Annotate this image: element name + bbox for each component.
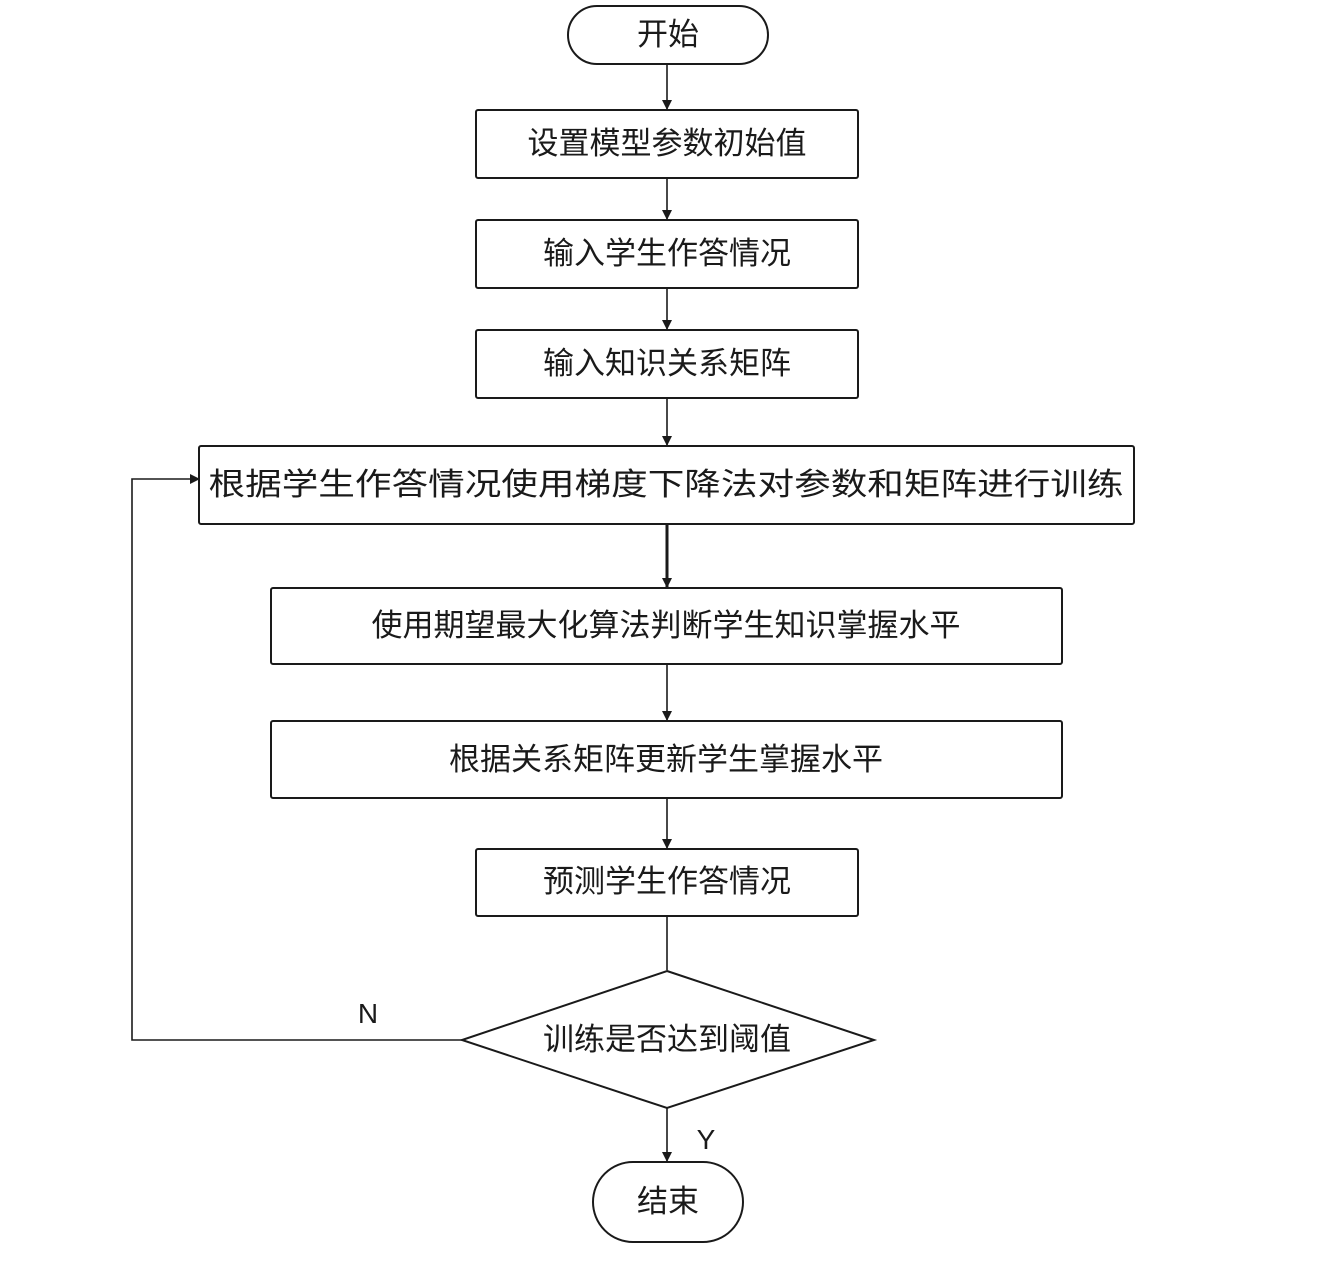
node-init-params: 设置模型参数初始值 bbox=[475, 109, 859, 179]
node-train-label: 根据学生作答情况使用梯度下降法对参数和矩阵进行训练 bbox=[209, 467, 1124, 503]
node-input-matrix: 输入知识关系矩阵 bbox=[475, 329, 859, 399]
node-end: 结束 bbox=[592, 1161, 744, 1243]
node-decision: 训练是否达到阈值 bbox=[458, 969, 878, 1110]
node-update-mastery: 根据关系矩阵更新学生掌握水平 bbox=[270, 720, 1063, 799]
arrow-decision-no-loop bbox=[131, 474, 462, 1041]
node-input-matrix-label: 输入知识关系矩阵 bbox=[543, 346, 791, 382]
node-input-answers: 输入学生作答情况 bbox=[475, 219, 859, 289]
node-start: 开始 bbox=[567, 5, 769, 65]
node-decision-label: 训练是否达到阈值 bbox=[543, 1022, 791, 1058]
node-train: 根据学生作答情况使用梯度下降法对参数和矩阵进行训练 bbox=[198, 445, 1135, 525]
node-em-judge: 使用期望最大化算法判断学生知识掌握水平 bbox=[270, 587, 1063, 665]
node-predict-label: 预测学生作答情况 bbox=[543, 864, 791, 900]
node-input-answers-label: 输入学生作答情况 bbox=[543, 236, 791, 272]
edge-label-yes: Y bbox=[697, 1124, 716, 1155]
node-start-label: 开始 bbox=[637, 17, 699, 53]
node-predict: 预测学生作答情况 bbox=[475, 848, 859, 917]
node-init-params-label: 设置模型参数初始值 bbox=[528, 126, 807, 162]
node-em-judge-label: 使用期望最大化算法判断学生知识掌握水平 bbox=[372, 608, 961, 644]
edge-label-no: N bbox=[358, 998, 378, 1029]
node-end-label: 结束 bbox=[637, 1184, 699, 1220]
node-update-mastery-label: 根据关系矩阵更新学生掌握水平 bbox=[449, 742, 883, 778]
